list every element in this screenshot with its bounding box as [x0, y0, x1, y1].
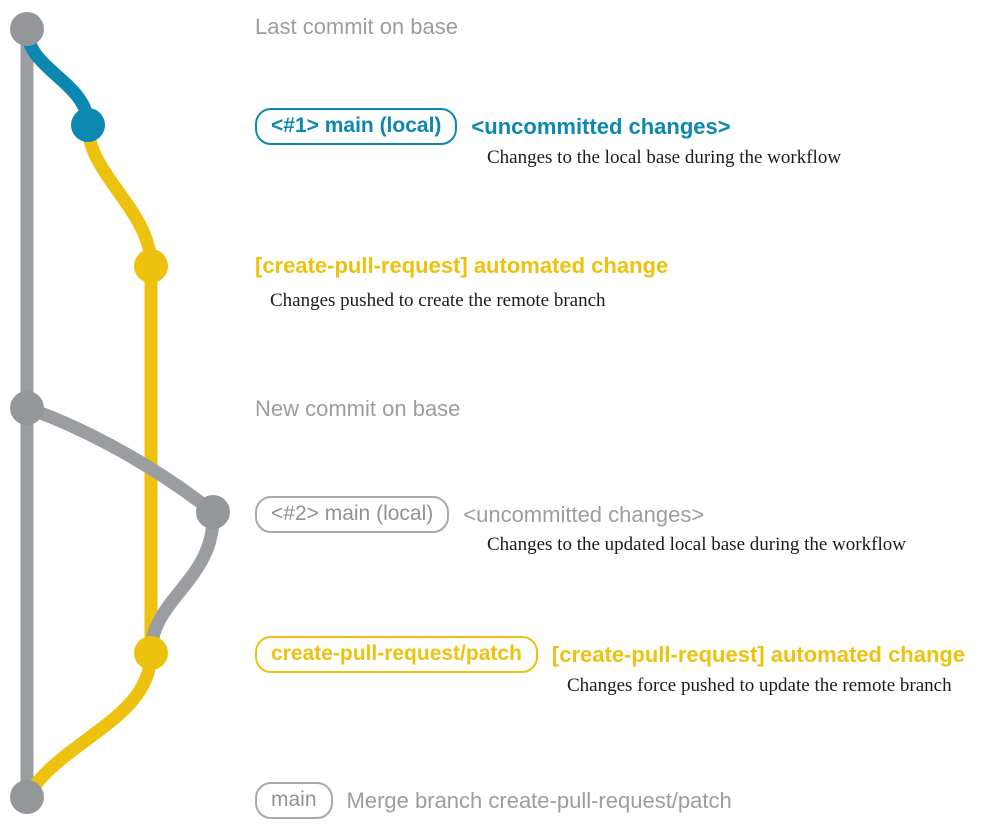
commit-description-local-uncommitted-1: Changes to the local base during the wor… — [487, 147, 842, 168]
commit-subject-local-uncommitted-2: <uncommitted changes> — [463, 501, 705, 527]
commit-row-local-uncommitted-2: <#2> main (local) <uncommitted changes> — [255, 496, 704, 533]
updated-local-to-patch-line — [144, 505, 220, 660]
ref-badge-main-local-1[interactable]: <#1> main (local) — [255, 108, 458, 145]
commit-node-automated-change-1[interactable] — [134, 249, 168, 283]
commit-subject-automated-change-2: [create-pull-request] automated change — [551, 641, 966, 667]
commit-node-last-commit-on-base[interactable] — [10, 12, 44, 46]
commit-row-automated-change-1: [create-pull-request] automated change — [255, 251, 668, 281]
commit-subject-last-commit-on-base: Last commit on base — [255, 14, 458, 39]
commit-description-local-uncommitted-2: Changes to the updated local base during… — [487, 534, 906, 555]
commit-row-local-uncommitted-1: <#1> main (local) <uncommitted changes> — [255, 108, 731, 145]
commit-subject-new-commit-on-base: New commit on base — [255, 396, 461, 421]
commit-row-merge-commit: main Merge branch create-pull-request/pa… — [255, 782, 732, 819]
local-branch-line-1 — [20, 22, 95, 132]
commit-description-automated-change-2: Changes force pushed to update the remot… — [567, 675, 952, 696]
commit-subject-automated-change-1: [create-pull-request] automated change — [255, 253, 669, 278]
ref-badge-create-pull-request-patch[interactable]: create-pull-request/patch — [255, 636, 538, 673]
commit-node-merge-commit[interactable] — [10, 780, 44, 814]
ref-badge-main[interactable]: main — [255, 782, 333, 819]
commit-node-local-uncommitted-1[interactable] — [71, 108, 105, 142]
commit-row-new-commit-on-base: New commit on base — [255, 394, 460, 424]
patch-merge-line — [20, 646, 158, 804]
commit-subject-merge-commit: Merge branch create-pull-request/patch — [346, 787, 732, 813]
ref-badge-main-local-2[interactable]: <#2> main (local) — [255, 496, 450, 533]
commit-row-automated-change-2: create-pull-request/patch [create-pull-r… — [255, 636, 965, 673]
commit-graph-svg — [10, 12, 230, 814]
updated-local-branch-line — [20, 401, 220, 519]
commit-node-automated-change-2[interactable] — [134, 636, 168, 670]
commit-node-local-uncommitted-2[interactable] — [196, 495, 230, 529]
patch-branch-line — [81, 118, 158, 660]
commit-subject-local-uncommitted-1: <uncommitted changes> — [471, 113, 731, 139]
commit-row-last-commit-on-base: Last commit on base — [255, 12, 458, 42]
commit-node-new-commit-on-base[interactable] — [10, 391, 44, 425]
commit-description-automated-change-1: Changes pushed to create the remote bran… — [270, 290, 606, 311]
